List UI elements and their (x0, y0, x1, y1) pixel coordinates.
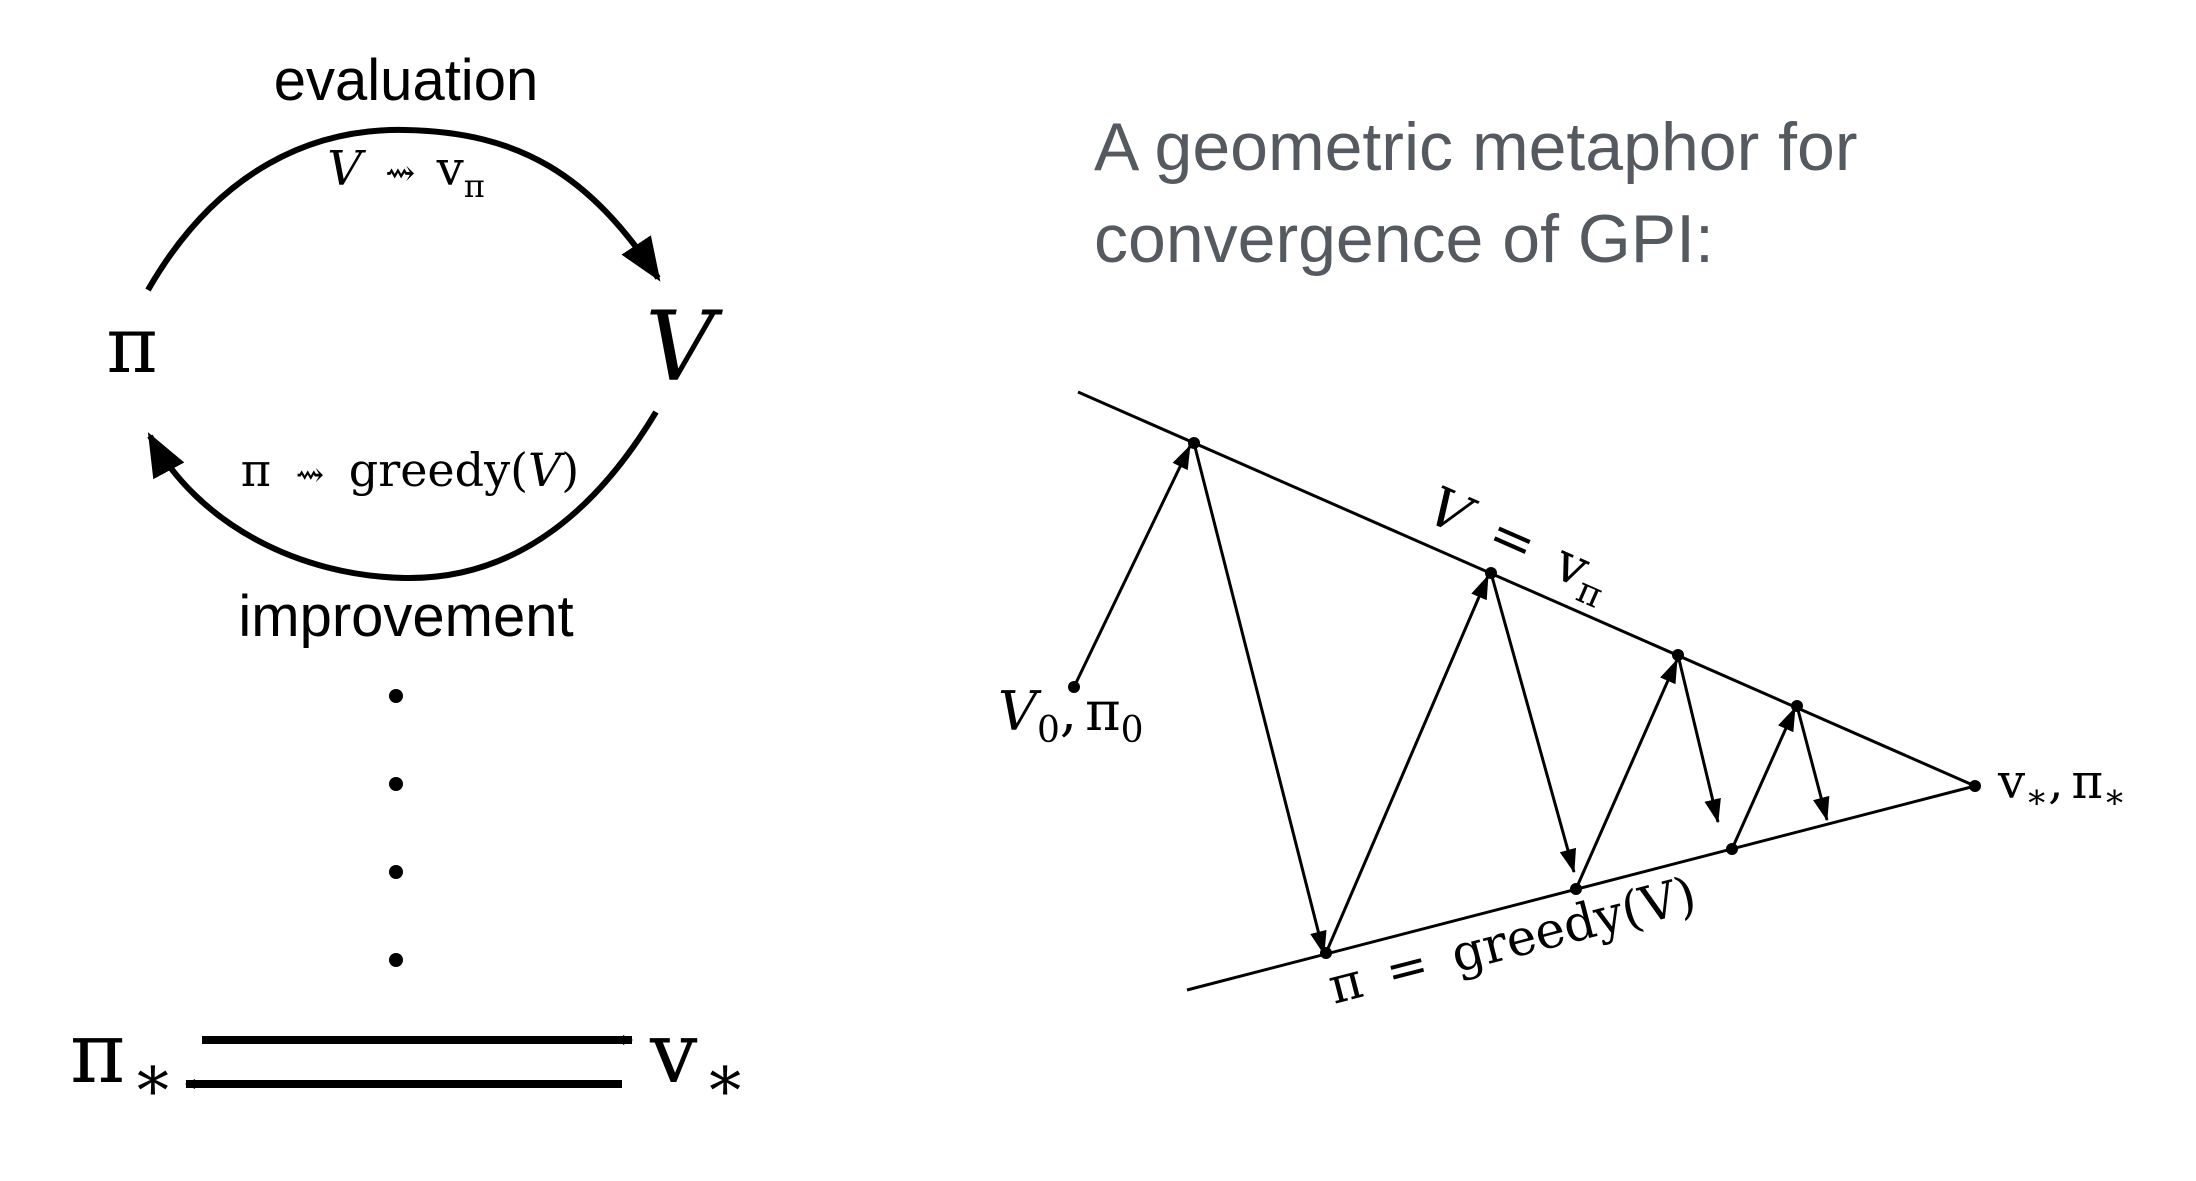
end-label-value-sub: ∗ (2025, 777, 2048, 817)
zigzag-arrow (1795, 705, 1830, 822)
ellipsis-dot (389, 777, 403, 791)
greedy-line-point (1320, 947, 1332, 959)
start-point (1068, 681, 1080, 693)
optimal-policy-symbol: π (70, 1004, 125, 1102)
end-label-sep: , (2048, 754, 2063, 810)
greedy-line-label-lhs: π (1322, 951, 1368, 1015)
zigzag-arrow (1489, 572, 1576, 874)
value-line-point (1672, 649, 1684, 661)
value-node: V (645, 291, 723, 403)
start-label-policy: π (1085, 680, 1121, 743)
improvement-formula: π ⇝ greedy(V) (241, 443, 579, 497)
policy-iteration-cycle: evaluation V ⇝ vπ π V π ⇝ greedy(V) impr… (70, 48, 747, 1116)
start-label-policy-sub: 0 (1121, 710, 1144, 751)
evaluation-formula-rhs: v (436, 141, 464, 197)
improvement-formula-rhs: greedy( (349, 443, 528, 497)
evaluation-formula-lhs: V (327, 141, 366, 197)
end-label-value: v (1997, 754, 2025, 810)
policy-node: π (106, 301, 157, 391)
convergence-arrows (1072, 442, 1830, 956)
optimal-value-symbol: v (649, 1004, 698, 1102)
end-label-policy: π (2072, 754, 2104, 810)
evaluation-label: evaluation (274, 48, 538, 113)
zigzag-arrow (1676, 654, 1721, 824)
optimal-policy-sub: ∗ (131, 1042, 175, 1116)
zigzag-arrow (1574, 658, 1679, 890)
value-line-label-eq: = (1479, 501, 1546, 577)
improvement-formula-arg: V (528, 443, 566, 497)
value-line-label: V = vπ (1416, 474, 1621, 617)
end-label-policy-sub: ∗ (2103, 777, 2126, 817)
value-line-point (1791, 700, 1803, 712)
evaluation-formula-rhs-sub: π (464, 167, 485, 205)
value-line-point (1188, 437, 1200, 449)
evaluation-arrow (145, 126, 661, 292)
greedy-line-label-rhs: greedy(V) (1445, 865, 1702, 984)
zigzag-arrow (1324, 574, 1490, 954)
improvement-formula-lhs: π (241, 443, 271, 497)
geometric-metaphor: A geometric metaphor for convergence of … (998, 109, 2126, 1016)
ellipsis-dot (389, 953, 403, 967)
zigzag-arrow (1192, 442, 1327, 956)
greedy-line-point (1570, 883, 1582, 895)
leadsto-arrow-icon: ⇝ (385, 153, 415, 194)
value-line-label-lhs: V (1419, 474, 1485, 549)
convergence-point (1969, 780, 1981, 792)
ellipsis-dot (389, 865, 403, 879)
greedy-line-point (1726, 843, 1738, 855)
zigzag-arrow (1072, 444, 1192, 688)
metaphor-title-line2: convergence of GPI: (1094, 201, 1714, 277)
start-label-value-sub: 0 (1037, 710, 1060, 751)
ellipsis-dot (389, 689, 403, 703)
ellipsis-dots (389, 689, 403, 967)
optimal-value: v∗ (649, 1004, 747, 1116)
start-label-value: V (998, 680, 1042, 743)
start-label-sep: , (1060, 680, 1077, 743)
convergence-points (1068, 437, 1981, 959)
value-line-point (1485, 567, 1497, 579)
improvement-arrow (147, 410, 659, 582)
start-label: V0,π0 (998, 680, 1143, 751)
optimal-value-sub: ∗ (703, 1042, 747, 1116)
improvement-label: improvement (238, 584, 573, 649)
improvement-formula-close: ) (561, 443, 579, 497)
greedy-line-label-eq: = (1379, 934, 1434, 1001)
zigzag-arrow (1730, 706, 1797, 850)
metaphor-title-line1: A geometric metaphor for (1094, 109, 1857, 185)
end-label: v∗,π∗ (1997, 754, 2126, 817)
evaluation-formula: V ⇝ vπ (327, 141, 485, 205)
leadsto-arrow-icon: ⇝ (296, 455, 325, 495)
optimal-policy: π∗ (70, 1004, 175, 1116)
value-line (1077, 390, 1976, 788)
